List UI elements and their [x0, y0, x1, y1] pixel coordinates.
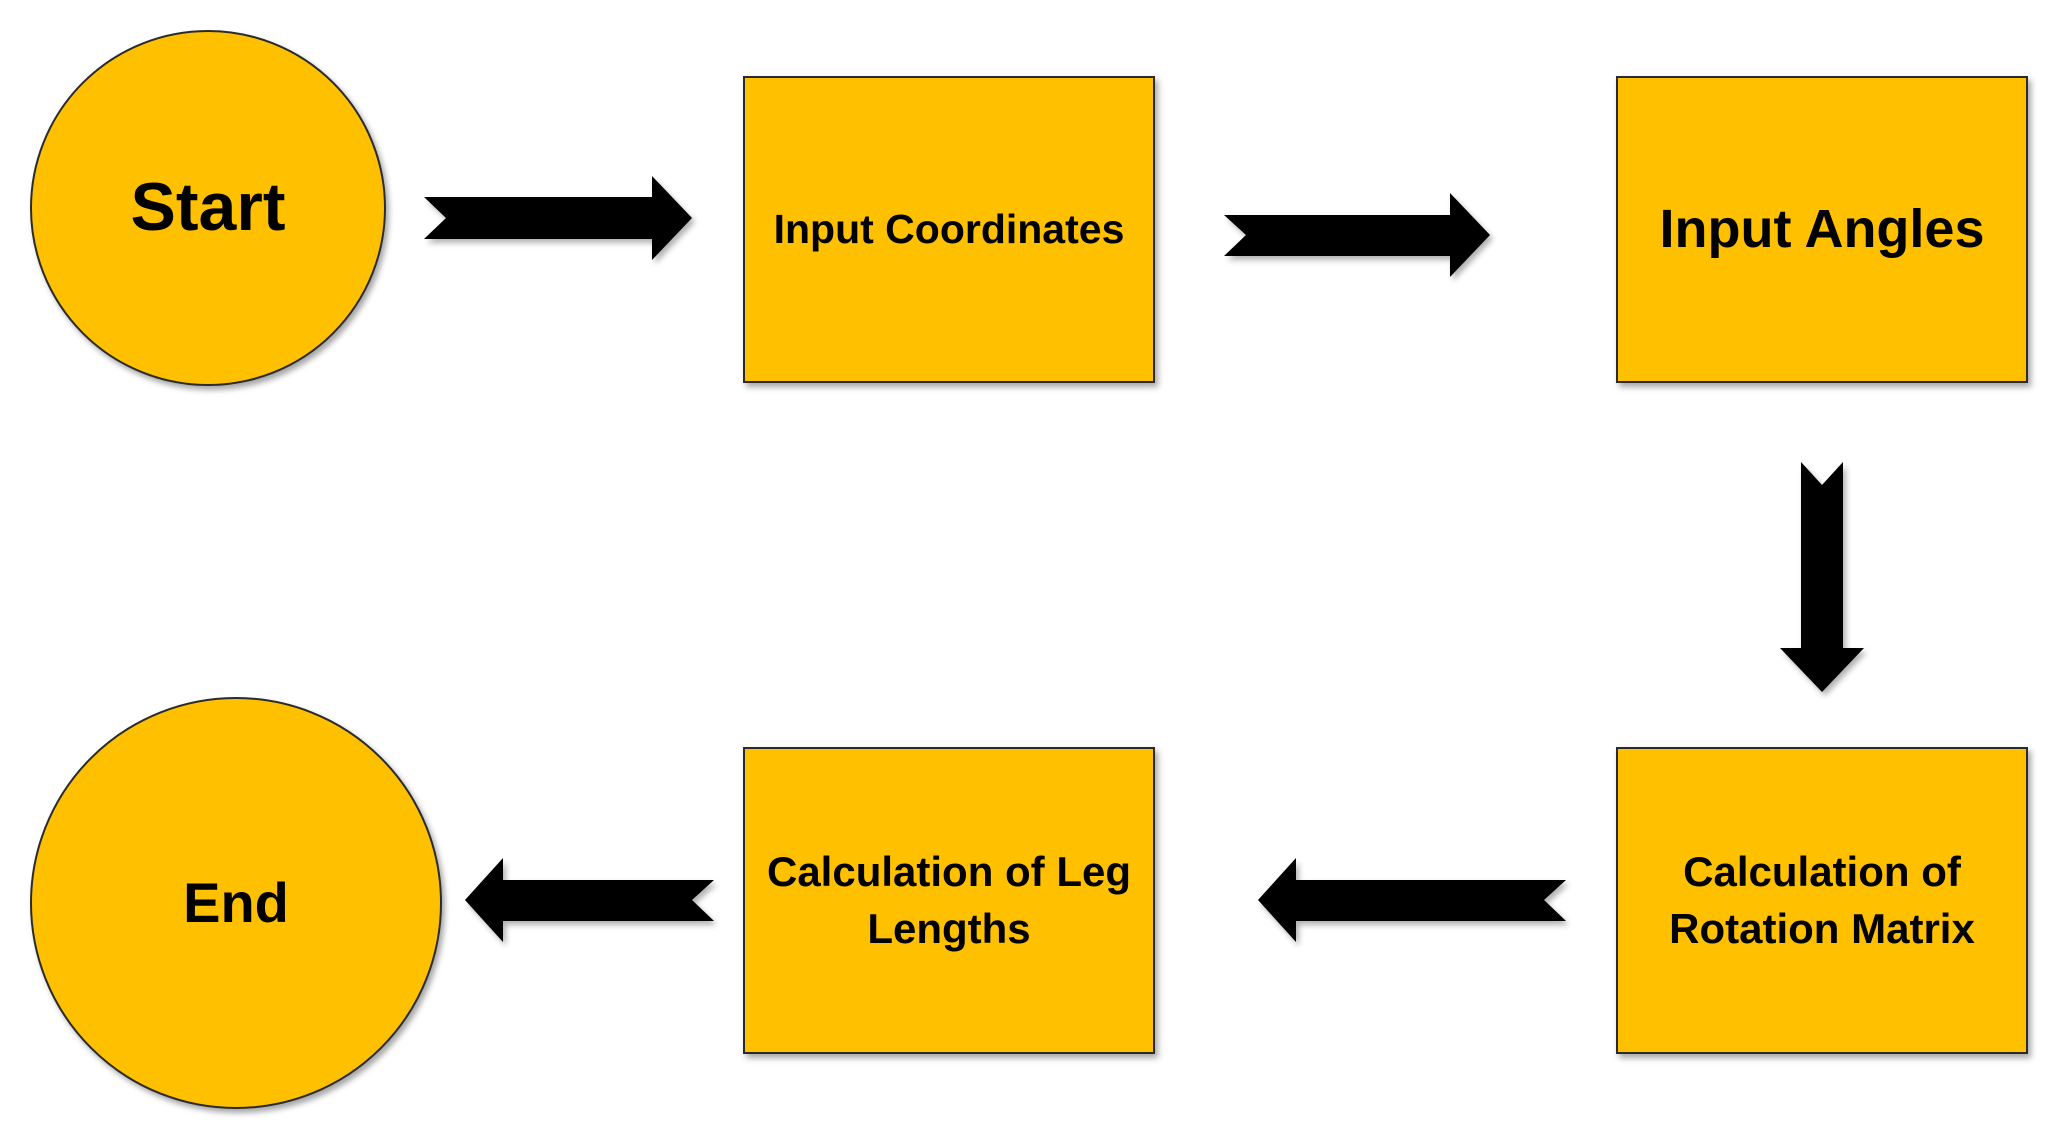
input-coordinates-label: Input Coordinates: [773, 205, 1125, 252]
rotation-matrix-node: Calculation of Rotation Matrix: [1616, 747, 2028, 1054]
input-angles-label: Input Angles: [1659, 199, 1985, 260]
input-angles-node: Input Angles: [1616, 76, 2028, 383]
input-coordinates-node: Input Coordinates: [743, 76, 1155, 383]
arrow-input-angles-to-rotation-matrix: [1780, 462, 1864, 692]
start-label: Start: [130, 169, 286, 246]
end-node: End: [30, 697, 442, 1109]
arrow-leg-lengths-to-end: [465, 858, 714, 942]
arrow-input-coordinates-to-input-angles: [1224, 193, 1490, 277]
rotation-matrix-label: Calculation of Rotation Matrix: [1669, 847, 1975, 952]
end-label: End: [183, 871, 289, 935]
leg-lengths-node: Calculation of Leg Lengths: [743, 747, 1155, 1054]
start-node: Start: [30, 30, 386, 386]
leg-lengths-label: Calculation of Leg Lengths: [766, 847, 1131, 952]
arrow-rotation-matrix-to-leg-lengths: [1258, 858, 1566, 942]
arrow-start-to-input-coordinates: [424, 176, 692, 260]
